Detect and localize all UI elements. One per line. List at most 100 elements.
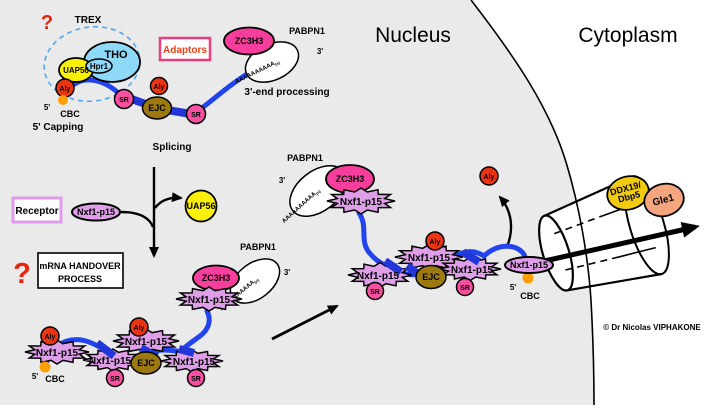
copyright-label: © Dr Nicolas VIPHAKONE bbox=[603, 323, 701, 332]
nucleus-label: Nucleus bbox=[375, 24, 451, 47]
handover-box bbox=[37, 252, 124, 289]
mrna-strand-capping bbox=[60, 68, 255, 117]
aly-label: Aly bbox=[430, 239, 441, 246]
cytoplasm-label: Cytoplasm bbox=[578, 24, 677, 47]
aly-release-arrow bbox=[498, 195, 513, 248]
mrna-wedge bbox=[177, 345, 196, 357]
zc3h3-label: ZC3H3 bbox=[336, 174, 365, 184]
mrna-wedge bbox=[460, 248, 482, 266]
pore-inner-rim bbox=[538, 214, 574, 292]
nxf1-p15-label: Nxf1-p15 bbox=[451, 265, 494, 276]
mrna-strand bbox=[179, 308, 212, 353]
sr-label: SR bbox=[370, 289, 380, 296]
cbc-label: CBC bbox=[60, 109, 80, 119]
handover-label-line1: mRNA HANDOVER bbox=[39, 261, 121, 271]
pabpn1-label: PABPN1 bbox=[289, 26, 325, 36]
tho-label: THO bbox=[104, 49, 128, 61]
sr-label: SR bbox=[110, 376, 120, 383]
adaptors-box bbox=[158, 36, 212, 62]
poly-a-subscript: (n) bbox=[315, 188, 323, 196]
middle-mrnp-complex: Nxf1-p15 Nxf1-p15 Nxf1-p15 Aly EJC SR SR bbox=[348, 232, 501, 300]
cbc-label: CBC bbox=[520, 291, 540, 301]
export-arrow bbox=[539, 222, 700, 265]
five-capping-label: 5' Capping bbox=[33, 122, 84, 133]
ejc-complex bbox=[141, 96, 173, 120]
nxf1-p15-label: Nxf1-p15 bbox=[188, 295, 231, 306]
nxf1-p15-label: Nxf1-p15 bbox=[408, 253, 451, 264]
three-end-processing-complex: AAAAAAAAAA(n) ZC3H3 PABPN1 3' 3'-end pro… bbox=[223, 26, 330, 98]
aly-protein bbox=[425, 231, 445, 251]
progression-arrow bbox=[271, 304, 339, 341]
receptor-label: Receptor bbox=[15, 206, 58, 217]
sr-label: SR bbox=[460, 285, 470, 292]
aly-protein bbox=[129, 317, 149, 337]
question-mark: ? bbox=[13, 258, 31, 290]
five-prime-label: 5' bbox=[510, 283, 516, 292]
aly-label: Aly bbox=[134, 325, 145, 332]
pabpn1-label: PABPN1 bbox=[287, 153, 323, 163]
bottom-left-mrnp-complex: AAAAAAAAAA(n) PABPN1 3' ZC3H3 Nxf1-p15 N… bbox=[25, 242, 290, 387]
splicing-label: Splicing bbox=[153, 142, 192, 153]
nxf1-p15-label: Nxf1-p15 bbox=[89, 356, 132, 367]
pore-cytoplasmic-factors: DDX19/ Dbp5 Gle1 bbox=[606, 175, 685, 218]
nxf1-p15-label: Nxf1-p15 bbox=[173, 357, 216, 368]
handover-label-line2: PROCESS bbox=[58, 274, 102, 284]
sr-label: SR bbox=[119, 97, 129, 104]
sr-protein bbox=[113, 88, 135, 110]
pabpn1-label: PABPN1 bbox=[240, 242, 276, 252]
ejc-complex bbox=[130, 351, 162, 375]
mrna-wedge bbox=[404, 262, 421, 278]
receptor-area: UAP56 Receptor Nxf1-p15 mRNA HANDOVER PR… bbox=[11, 167, 218, 290]
uap56-label: UAP56 bbox=[186, 201, 215, 211]
nxf1-p15-label: Nxf1-p15 bbox=[510, 260, 548, 270]
five-prime-label: 5' bbox=[32, 372, 38, 381]
cap-dot bbox=[522, 272, 534, 284]
nxf1-p15-label: Nxf1-p15 bbox=[357, 271, 400, 282]
uap56-release-arrow bbox=[154, 192, 183, 209]
ejc-label: EJC bbox=[148, 103, 166, 113]
exporting-mrnp: Nxf1-p15 5' CBC bbox=[481, 243, 554, 301]
three-prime-label: 3' bbox=[279, 176, 285, 185]
ddx19-dbp5-protein bbox=[606, 175, 650, 211]
nxf1-p15-label: Nxf1-p15 bbox=[77, 207, 115, 217]
gle1-protein bbox=[643, 182, 685, 218]
aly-released bbox=[479, 166, 499, 186]
poly-a-subscript: (n) bbox=[274, 60, 281, 67]
sr-protein bbox=[365, 281, 385, 301]
aly-label: Aly bbox=[154, 84, 165, 91]
ejc-label: EJC bbox=[137, 358, 155, 368]
nxf1-p15-label: Nxf1-p15 bbox=[340, 197, 383, 208]
ejc-complex bbox=[415, 264, 447, 290]
cap-dot bbox=[58, 95, 68, 105]
three-prime-label: 3' bbox=[284, 268, 290, 277]
aly-release: Aly bbox=[479, 166, 513, 248]
sr-protein bbox=[455, 277, 475, 297]
sr-label: SR bbox=[191, 112, 201, 119]
nuclear-envelope bbox=[470, 0, 595, 406]
aly-protein bbox=[149, 76, 169, 96]
adaptors-legend: Adaptors bbox=[158, 36, 212, 62]
sr-protein bbox=[185, 103, 207, 125]
sr-label: SR bbox=[191, 376, 201, 383]
nxf1-p15-label: Nxf1-p15 bbox=[125, 337, 168, 348]
hpr1-protein bbox=[85, 58, 113, 74]
mrna-wedge bbox=[94, 339, 117, 360]
nxf1-p15-at-pore bbox=[504, 256, 554, 274]
trex-complex: THO Hpr1 UAP56 Aly SR Aly EJC SR ? TREX … bbox=[33, 12, 255, 153]
nxf1-p15-receptor bbox=[71, 202, 121, 222]
receptor-merge-line bbox=[120, 210, 155, 228]
cbc-label: CBC bbox=[45, 374, 65, 384]
receptor-box bbox=[11, 196, 63, 224]
aly-label: Aly bbox=[60, 86, 71, 93]
uap56-label: UAP56 bbox=[63, 66, 89, 75]
sr-protein bbox=[105, 368, 125, 388]
trex-label: TREX bbox=[75, 15, 102, 26]
zc3h3-label: ZC3H3 bbox=[202, 273, 231, 283]
cap-dot bbox=[39, 361, 51, 373]
nxf1-p15-label: Nxf1-p15 bbox=[36, 348, 79, 359]
poly-a-subscript: (n) bbox=[253, 277, 261, 285]
three-prime-label: 3' bbox=[317, 47, 323, 56]
question-mark: ? bbox=[41, 12, 53, 34]
